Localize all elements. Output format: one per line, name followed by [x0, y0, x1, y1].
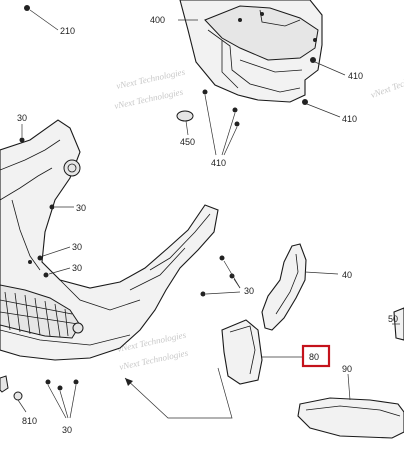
- part-50: [392, 307, 404, 341]
- watermarks: vNext Technologies vNext Technologies vN…: [113, 66, 404, 372]
- fastener-210: [24, 5, 59, 31]
- part-90: [297, 373, 404, 439]
- callout-210: 210: [60, 26, 75, 36]
- part-400: [178, 0, 323, 103]
- fastener-410-right: [302, 57, 346, 118]
- callout-30: 30: [244, 286, 254, 296]
- callout-30: 30: [72, 242, 82, 252]
- callout-410: 410: [211, 158, 226, 168]
- front-fascia: [0, 119, 219, 361]
- assembly-arrow: [124, 367, 233, 419]
- part-40: [261, 243, 339, 331]
- callout-810: 810: [22, 416, 37, 426]
- callout-400: 400: [150, 15, 165, 25]
- callout-30: 30: [72, 263, 82, 273]
- fastener-410-middle: [202, 89, 240, 156]
- highlight-box-80: [301, 344, 331, 368]
- part-80: [221, 319, 302, 385]
- callout-410: 410: [342, 114, 357, 124]
- fastener-30-group: [19, 124, 241, 297]
- callout-80: 80: [309, 352, 319, 362]
- callout-30: 30: [62, 425, 72, 435]
- callout-40: 40: [342, 270, 352, 280]
- callout-90: 90: [342, 364, 352, 374]
- callout-50: 50: [388, 314, 398, 324]
- callout-410: 410: [348, 71, 363, 81]
- watermark: vNext Technologies: [113, 87, 184, 111]
- callout-450: 450: [180, 137, 195, 147]
- callout-30: 30: [76, 203, 86, 213]
- bottom-fasteners: [0, 375, 79, 419]
- part-450: [176, 110, 194, 136]
- callout-30: 30: [17, 113, 27, 123]
- watermark: vNext Technologies: [369, 66, 404, 99]
